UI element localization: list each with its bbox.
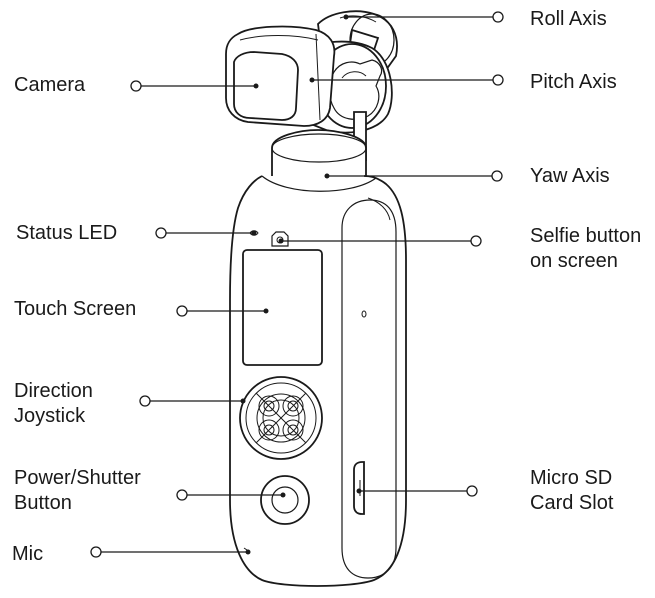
label-roll-axis: Roll Axis — [530, 8, 607, 30]
label-pitch-axis: Pitch Axis — [530, 71, 617, 93]
label-selfie-button-line1: Selfie button — [530, 225, 642, 247]
power-shutter-graphic — [260, 475, 310, 525]
handle-body — [229, 175, 407, 587]
label-direction-joystick-line1: Direction — [14, 380, 93, 402]
label-status-led: Status LED — [16, 222, 118, 244]
label-yaw-axis: Yaw Axis — [530, 165, 610, 187]
micro-sd-slot-graphic — [353, 461, 365, 515]
label-micro-sd: Micro SD Card Slot — [530, 466, 613, 516]
label-power-shutter-line1: Power/Shutter — [14, 467, 141, 489]
leader-lines — [90, 11, 504, 558]
label-power-shutter: Power/Shutter Button — [14, 466, 141, 516]
label-selfie-button-line2: on screen — [530, 250, 618, 272]
label-camera: Camera — [14, 74, 86, 96]
label-selfie-button: Selfie button on screen — [530, 224, 641, 274]
label-power-shutter-line2: Button — [14, 492, 72, 514]
label-direction-joystick: Direction Joystick — [14, 379, 93, 429]
joystick-graphic — [239, 376, 323, 460]
label-mic: Mic — [12, 543, 44, 565]
touch-screen-panel — [242, 249, 323, 366]
label-touch-screen: Touch Screen — [14, 298, 137, 320]
label-micro-sd-line2: Card Slot — [530, 492, 614, 514]
camera-module — [225, 25, 336, 127]
label-micro-sd-line1: Micro SD — [530, 467, 613, 489]
label-direction-joystick-line2: Joystick — [14, 405, 86, 427]
